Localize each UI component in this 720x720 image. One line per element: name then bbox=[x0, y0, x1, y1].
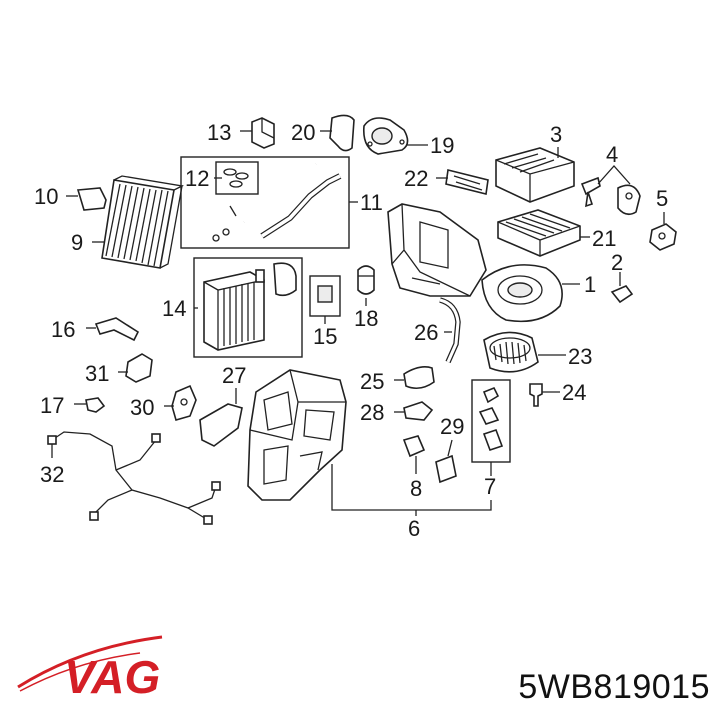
part-1-upper-housing bbox=[387, 203, 580, 323]
part-32 bbox=[47, 431, 221, 525]
part-number: 5WB819015 bbox=[518, 668, 710, 706]
callout-26: 26 bbox=[414, 320, 438, 345]
callout-4: 4 bbox=[606, 142, 618, 167]
part-20 bbox=[320, 114, 355, 152]
callout-3: 3 bbox=[550, 122, 562, 147]
callout-17: 17 bbox=[40, 393, 64, 418]
part-9 bbox=[92, 175, 185, 269]
callout-27: 27 bbox=[222, 363, 246, 388]
part-24 bbox=[529, 383, 560, 407]
part-5 bbox=[649, 212, 677, 251]
callout-10: 10 bbox=[34, 184, 58, 209]
callout-12: 12 bbox=[185, 166, 209, 191]
callout-8: 8 bbox=[410, 476, 422, 501]
callout-11: 11 bbox=[360, 190, 383, 215]
part-30 bbox=[164, 384, 197, 421]
part-4 bbox=[580, 165, 641, 216]
part-21 bbox=[497, 209, 590, 257]
part-2 bbox=[610, 272, 634, 304]
callout-30: 30 bbox=[130, 395, 154, 420]
part-19 bbox=[362, 117, 428, 155]
part-27 bbox=[199, 388, 243, 447]
part-26 bbox=[439, 297, 461, 364]
kit-14-frame bbox=[193, 257, 303, 358]
part-23 bbox=[483, 331, 566, 373]
callout-9: 9 bbox=[71, 230, 83, 255]
callout-21: 21 bbox=[592, 226, 616, 251]
part-13 bbox=[240, 117, 275, 149]
callout-2: 2 bbox=[611, 250, 623, 275]
callout-31: 31 bbox=[85, 361, 109, 386]
part-28 bbox=[394, 401, 434, 421]
part-8 bbox=[402, 435, 426, 474]
part-3 bbox=[495, 147, 575, 203]
part-10 bbox=[66, 187, 107, 211]
callout-29: 29 bbox=[440, 414, 464, 439]
brand-name: VAG bbox=[64, 651, 160, 703]
part-17 bbox=[74, 397, 106, 413]
part-12 bbox=[214, 161, 259, 195]
part-29 bbox=[435, 439, 457, 484]
callout-15: 15 bbox=[313, 324, 337, 349]
pipes-11 bbox=[212, 162, 342, 242]
callout-7: 7 bbox=[484, 474, 496, 499]
callout-23: 23 bbox=[568, 344, 592, 369]
part-14-evaporator bbox=[203, 262, 297, 351]
callout-28: 28 bbox=[360, 400, 384, 425]
part-16 bbox=[86, 317, 140, 342]
callout-32: 32 bbox=[40, 462, 64, 487]
part-31 bbox=[118, 353, 153, 383]
part-15 bbox=[309, 275, 341, 324]
callout-1: 1 bbox=[584, 272, 596, 297]
callout-14: 14 bbox=[162, 296, 186, 321]
kit-7-frame bbox=[471, 379, 511, 476]
callout-16: 16 bbox=[51, 317, 75, 342]
callout-24: 24 bbox=[562, 380, 586, 405]
part-25 bbox=[394, 366, 435, 390]
callout-25: 25 bbox=[360, 369, 384, 394]
kit-6-bracket bbox=[331, 464, 492, 516]
callout-5: 5 bbox=[656, 186, 668, 211]
callout-19: 19 bbox=[430, 133, 454, 158]
vag-logo: VAG bbox=[17, 635, 163, 703]
lower-housing bbox=[247, 369, 347, 501]
part-18 bbox=[357, 265, 375, 306]
callout-22: 22 bbox=[404, 166, 428, 191]
callout-20: 20 bbox=[291, 120, 315, 145]
callout-13: 13 bbox=[207, 120, 231, 145]
callout-18: 18 bbox=[354, 306, 378, 331]
callout-6: 6 bbox=[408, 516, 420, 541]
kit-11-frame bbox=[180, 156, 358, 249]
part-22 bbox=[436, 169, 489, 195]
